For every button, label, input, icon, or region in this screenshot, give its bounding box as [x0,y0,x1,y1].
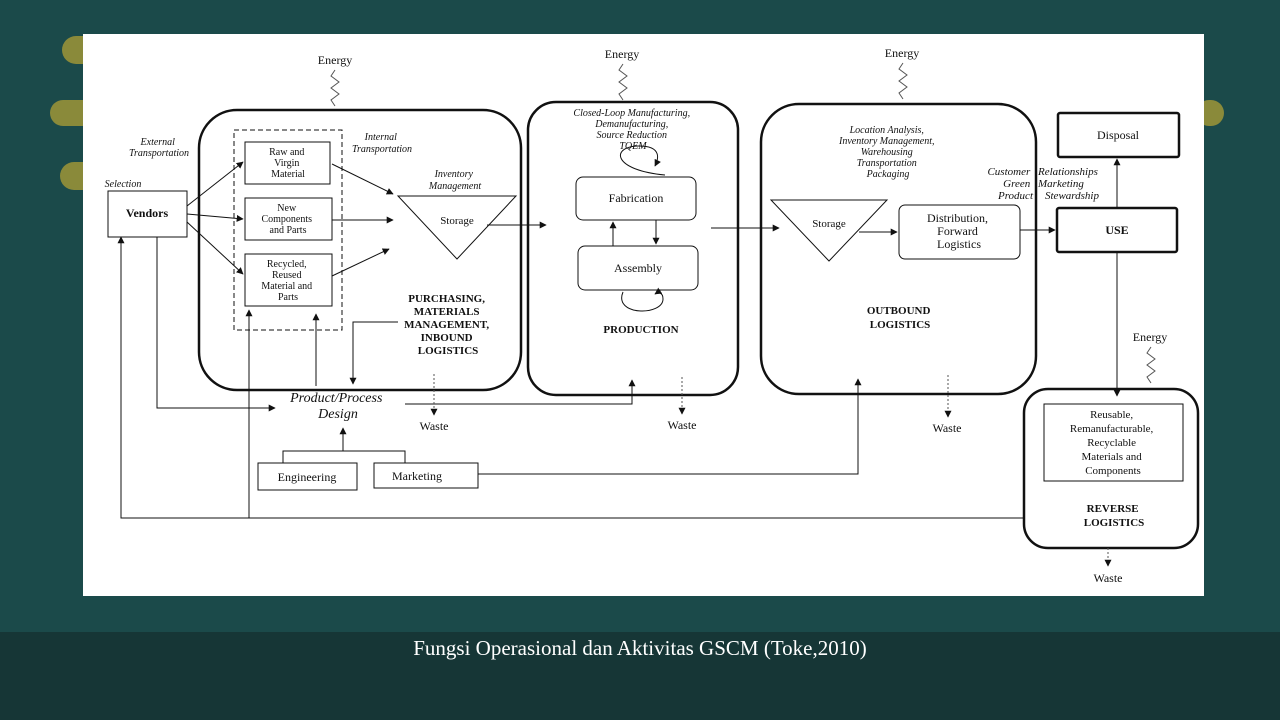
assembly-box [577,245,699,291]
energy-squiggle-4 [1146,346,1156,384]
reverse-items-label: Reusable, Remanufacturable, Recyclable M… [1070,409,1156,477]
storage-inbound-label: Storage [440,215,474,227]
disposal-box [1056,111,1181,159]
outbound-title: OUTBOUND LOGISTICS [867,305,933,331]
reverse-container [1022,387,1200,550]
product-design-label: Product/Process Design [289,391,386,422]
raw-material-box [244,141,331,185]
return-line-reverse [117,236,1024,519]
materials-group [233,129,343,331]
new-components-label: New Components and Parts [261,203,314,236]
waste-label-3: Waste [932,421,961,435]
arrow-raw-storage [331,163,394,195]
distribution-box [898,204,1021,260]
external-transportation-label: External Transportation [129,137,189,159]
fabrication-box [575,176,697,221]
outbound-container [759,102,1038,396]
marketing-label: Marketing [392,469,442,483]
outbound-notes: Location Analysis, Inventory Management,… [838,125,937,180]
arrow-vendors-new [186,213,244,222]
energy-squiggle-2 [618,63,628,101]
raw-material-label: Raw and Virgin Material [269,147,307,180]
gscm-diagram: Energy Energy Energy Energy External Tra… [105,46,1200,585]
waste-label-2: Waste [667,418,696,432]
loop-arrow-bottom [621,287,664,312]
diagram-panel: Energy Energy Energy Energy External Tra… [83,34,1204,596]
engineering-label: Engineering [278,470,337,484]
storage-outbound-triangle [769,199,889,262]
inventory-management-label: Inventory Management [428,169,481,192]
arrow-vendors-raw [186,161,244,207]
production-notes: Closed-Loop Manufacturing, Demanufacturi… [573,108,692,152]
arrow-vendors-recycled [186,221,244,275]
arrow-marketing-outbound [478,378,862,475]
energy-label-1: Energy [318,53,352,67]
reverse-title: REVERSE LOGISTICS [1084,503,1145,529]
reverse-items-box [1043,403,1184,482]
customer-notes: Customer Green Product [987,166,1033,202]
assembly-label: Assembly [614,261,662,275]
production-title: PRODUCTION [603,324,678,336]
marketing-box [373,462,479,489]
purchasing-container [197,108,523,392]
energy-squiggle-3 [898,62,908,100]
waste-label-4: Waste [1093,571,1122,585]
recycled-material-label: Recycled, Reused Material and Parts [261,259,314,303]
energy-label-2: Energy [605,47,639,61]
storage-outbound-label: Storage [812,218,846,230]
loop-arrow-top [620,145,666,176]
selection-label: Selection [105,179,142,190]
energy-label-3: Energy [885,46,919,60]
waste-label-1: Waste [419,419,448,433]
footer-band [0,632,1280,720]
slide-caption: Fungsi Operasional dan Aktivitas GSCM (T… [413,636,867,660]
fabrication-label: Fabrication [609,191,664,205]
purchasing-title: PURCHASING, MATERIALS MANAGEMENT, INBOUN… [404,293,492,357]
energy-label-4: Energy [1133,330,1167,344]
vendors-box [107,190,188,238]
distribution-label: Distribution, Forward Logistics [927,211,991,251]
internal-transportation-label: Internal Transportation [352,132,412,155]
vendors-label: Vendors [126,206,169,220]
arrow-design-production [405,379,636,405]
line-vendors-design [156,237,276,412]
new-components-box [244,197,333,241]
relationship-notes: Relationships Marketing Stewardship [1037,166,1101,202]
engineering-box [257,462,358,491]
disposal-label: Disposal [1097,128,1140,142]
storage-inbound-triangle [396,195,518,260]
production-container [526,100,740,397]
arrow-recycled-storage [331,248,390,277]
recycled-material-box [244,253,333,307]
connector-engineering-marketing [282,450,406,463]
energy-squiggle-1 [330,69,340,107]
arrow-purchasing-design [349,321,398,385]
use-label: USE [1105,223,1128,237]
